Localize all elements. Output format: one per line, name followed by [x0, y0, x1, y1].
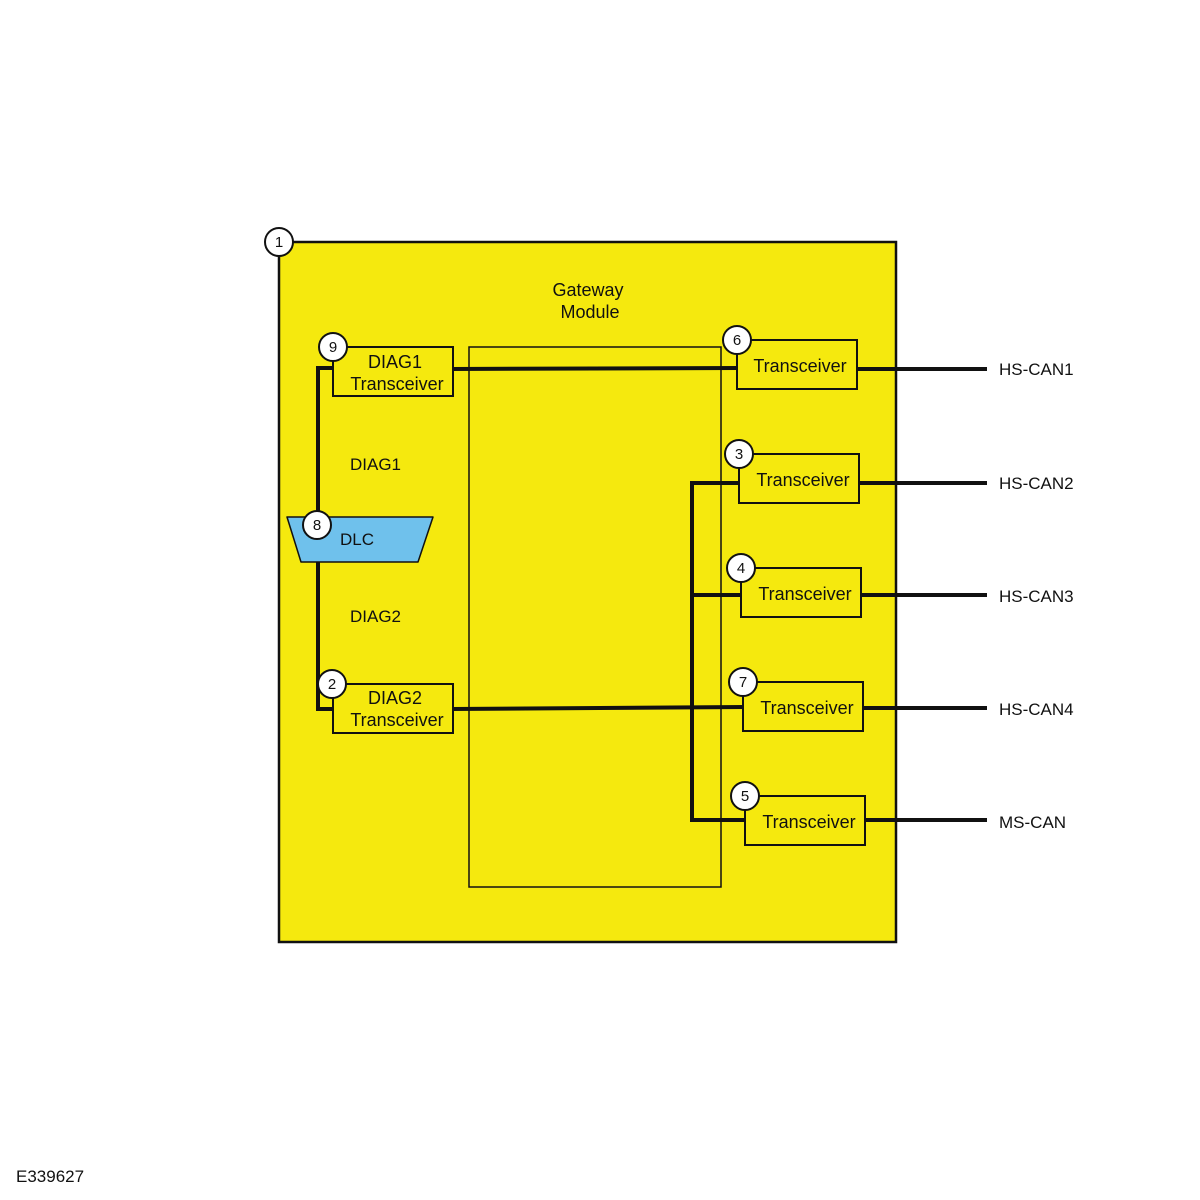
callout-8: 8	[302, 510, 332, 540]
transceiver-mscan: Transceiver	[744, 795, 866, 846]
network-label-hscan1: HS-CAN1	[999, 360, 1074, 379]
module-title-line1: Gateway	[552, 280, 623, 300]
callout-3: 3	[724, 439, 754, 469]
callout-3-number: 3	[735, 446, 743, 463]
network-label-hscan4: HS-CAN4	[999, 700, 1074, 719]
processor-block	[468, 346, 722, 888]
diag2-transceiver-label-1: DIAG2	[368, 688, 422, 708]
callout-2: 2	[317, 669, 347, 699]
callout-6-number: 6	[733, 332, 741, 349]
network-label-mscan: MS-CAN	[999, 813, 1066, 832]
diag1-wire	[316, 366, 335, 522]
callout-6: 6	[722, 325, 752, 355]
callout-4: 4	[726, 553, 756, 583]
callout-1-number: 1	[275, 234, 283, 251]
diag1-transceiver-label-2: Transceiver	[350, 374, 443, 394]
transceiver-label: Transceiver	[758, 584, 851, 604]
transceiver-hscan1: Transceiver	[736, 339, 858, 390]
diag2-transceiver: DIAG2 Transceiver	[332, 683, 454, 734]
callout-9-number: 9	[329, 339, 337, 356]
transceiver-hscan4: Transceiver	[742, 681, 864, 732]
diag1-transceiver-label-1: DIAG1	[368, 352, 422, 372]
callout-9: 9	[318, 332, 348, 362]
dlc-label: DLC	[340, 530, 374, 549]
callout-1: 1	[264, 227, 294, 257]
callout-2-number: 2	[328, 676, 336, 693]
diag2-to-hscan4-wire	[450, 704, 746, 712]
transceiver-hscan3: Transceiver	[740, 567, 862, 618]
callout-8-number: 8	[313, 517, 321, 534]
module-title-line2: Module	[560, 302, 619, 322]
transceiver-hscan2: Transceiver	[738, 453, 860, 504]
wiring	[316, 365, 987, 822]
transceiver-label: Transceiver	[762, 812, 855, 832]
transceiver-label: Transceiver	[760, 698, 853, 718]
callout-5: 5	[730, 781, 760, 811]
shared-bus-wire	[690, 481, 747, 822]
diag2-wire	[316, 560, 335, 711]
figure-id: E339627	[16, 1167, 84, 1186]
transceiver-label: Transceiver	[756, 470, 849, 490]
callout-4-number: 4	[737, 560, 745, 577]
network-label-hscan3: HS-CAN3	[999, 587, 1074, 606]
diag1-to-hscan1-wire	[450, 365, 740, 372]
transceiver-label: Transceiver	[753, 356, 846, 376]
callout-5-number: 5	[741, 788, 749, 805]
diag1-transceiver: DIAG1 Transceiver	[332, 346, 454, 397]
callout-7: 7	[728, 667, 758, 697]
diag1-bus-label: DIAG1	[350, 455, 401, 474]
network-label-hscan2: HS-CAN2	[999, 474, 1074, 493]
diag2-transceiver-label-2: Transceiver	[350, 710, 443, 730]
callout-markers: 1 9 8 2 6 3 4 7	[264, 227, 760, 811]
callout-7-number: 7	[739, 674, 747, 691]
diag2-bus-label: DIAG2	[350, 607, 401, 626]
